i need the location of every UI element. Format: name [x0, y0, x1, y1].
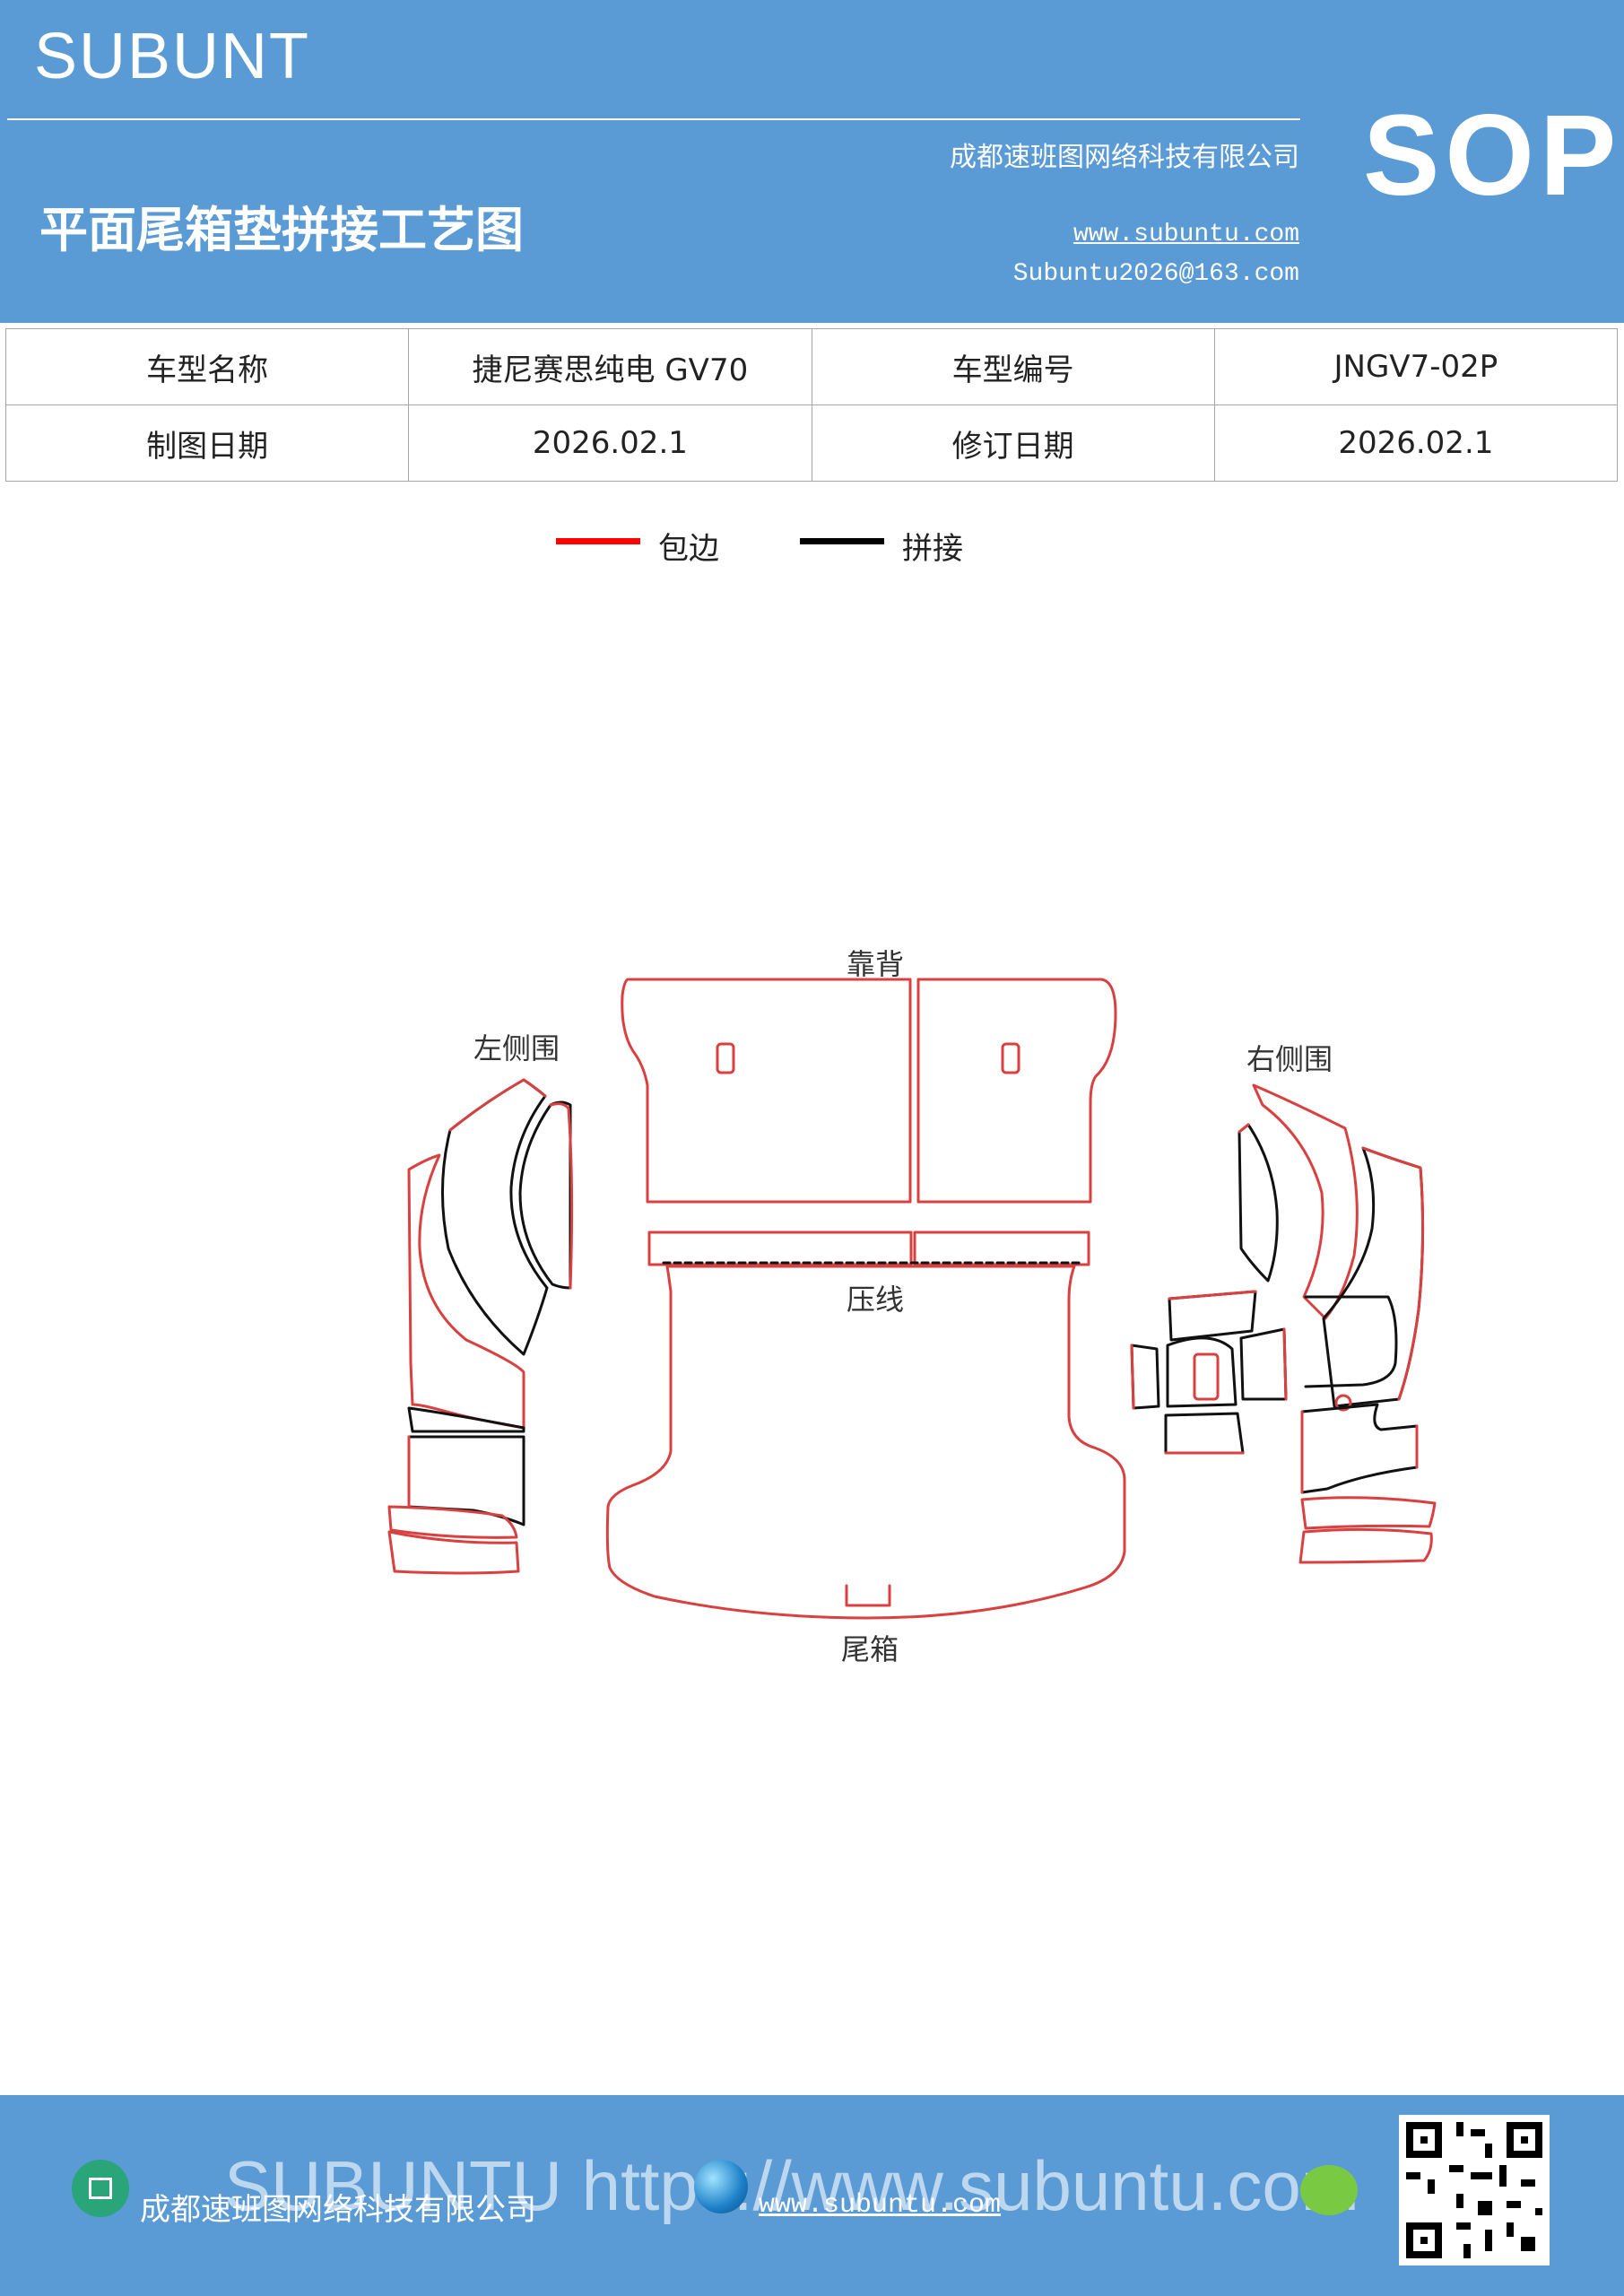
right-small-cluster [1130, 1290, 1288, 1455]
right-side-lower-a-edge [1300, 1410, 1419, 1494]
binding-legend-label: 包边 [658, 531, 719, 567]
company-name: 成都速班图网络科技有限公司 [950, 142, 1299, 173]
backrest-right-panel [916, 978, 1117, 1204]
legend: 包边 拼接 [0, 524, 1624, 578]
revise-date-value: 2026.02.1 [1213, 404, 1619, 482]
table-row: 车型名称 捷尼赛思纯电 GV70 车型编号 JNGV7-02P [4, 328, 1619, 405]
floor-front-strip-left [647, 1231, 913, 1266]
right-side-inner-edge [1238, 1123, 1250, 1134]
right-side-hole [1334, 1394, 1352, 1412]
floor-main [605, 1265, 1126, 1620]
right-side-mid-bracket [1304, 1295, 1398, 1388]
cluster-center-slot [1193, 1352, 1220, 1401]
draw-date-label: 制图日期 [4, 404, 410, 482]
left-side-upper-cap [448, 1078, 547, 1132]
website-link[interactable]: www.subuntu.com [1073, 221, 1299, 248]
footer-watermark-banner: SUBUNTU https://www.subuntu.com [224, 2146, 1359, 2225]
brand-logo-text: SUBUNT [34, 21, 311, 92]
backrest-label: 靠背 [847, 947, 905, 981]
cluster-top-edge [1168, 1290, 1257, 1300]
crease-label: 压线 [847, 1283, 905, 1317]
revise-date-label: 修订日期 [811, 404, 1215, 482]
building-icon [72, 2160, 129, 2217]
cluster-left-piece [1130, 1344, 1160, 1410]
draw-date-value: 2026.02.1 [408, 404, 812, 482]
splice-legend-swatch [800, 538, 884, 544]
footer-banner: SUBUNTU https://www.subuntu.com 成都速班图网络科… [0, 2095, 1624, 2296]
footer-company-name: 成都速班图网络科技有限公司 [140, 2192, 536, 2228]
wechat-icon [1300, 2165, 1358, 2215]
binding-legend-swatch [556, 538, 640, 544]
trunk-label: 尾箱 [841, 1632, 899, 1666]
backrest-left-slot [716, 1042, 735, 1074]
model-name-label: 车型名称 [4, 328, 410, 405]
globe-icon [694, 2160, 748, 2213]
qr-code [1399, 2115, 1550, 2266]
header-divider [7, 118, 1300, 120]
document-title: 平面尾箱垫拼接工艺图 [39, 202, 524, 258]
backrest-left-panel [621, 978, 912, 1204]
vehicle-info-table: 车型名称 捷尼赛思纯电 GV70 车型编号 JNGV7-02P 制图日期 202… [4, 328, 1619, 482]
backrest-panels [621, 978, 1117, 1204]
left-side-inner-arc [518, 1100, 572, 1290]
left-side-outer-edge [549, 1102, 574, 1290]
cluster-right-edge [1282, 1327, 1288, 1401]
right-side-label: 右侧围 [1246, 1042, 1333, 1076]
cluster-bottom-piece [1164, 1412, 1245, 1455]
left-side-lower-a [407, 1406, 525, 1433]
model-code-value: JNGV7-02P [1213, 328, 1619, 405]
cluster-left-edge [1130, 1344, 1135, 1410]
cluster-center-frame [1166, 1336, 1238, 1408]
left-side-upper [441, 1078, 549, 1356]
right-side-lower-a [1300, 1403, 1419, 1494]
backrest-right-slot [1001, 1042, 1020, 1074]
left-side-label: 左侧围 [473, 1031, 560, 1065]
left-side-panels [387, 1078, 574, 1575]
model-code-label: 车型编号 [811, 328, 1215, 405]
right-side-strip-a [1300, 1496, 1437, 1530]
header-banner: SUBUNT 平面尾箱垫拼接工艺图 成都速班图网络科技有限公司 www.subu… [0, 0, 1624, 323]
left-side-strip-b [387, 1530, 520, 1575]
right-side-inner [1238, 1123, 1279, 1283]
footer-website-link[interactable]: www.subuntu.com [759, 2190, 1002, 2221]
cluster-right-piece [1239, 1327, 1288, 1401]
email-address[interactable]: Subuntu2026@163.com [1012, 260, 1299, 288]
right-side-upper [1252, 1083, 1359, 1320]
floor-latch-notch [845, 1584, 891, 1607]
floor-front-strip-right [913, 1231, 1090, 1266]
splice-legend-label: 拼接 [902, 531, 963, 567]
right-side-strip-b [1298, 1527, 1433, 1564]
right-side-panels [1238, 1083, 1437, 1564]
table-row: 制图日期 2026.02.1 修订日期 2026.02.1 [4, 404, 1619, 482]
right-side-tall-edge [1361, 1146, 1425, 1401]
model-name-value: 捷尼赛思纯电 GV70 [408, 328, 812, 405]
left-side-strip-a [387, 1505, 518, 1539]
sop-badge: SOP [1363, 91, 1622, 220]
trunk-floor [605, 1231, 1126, 1620]
left-side-tall-panel [407, 1153, 525, 1430]
